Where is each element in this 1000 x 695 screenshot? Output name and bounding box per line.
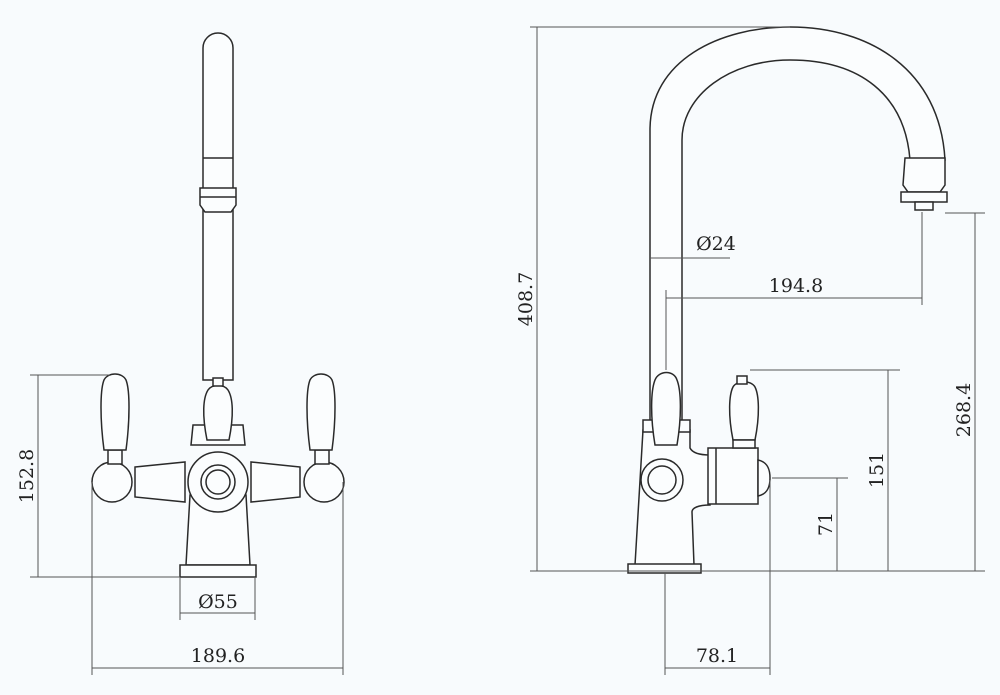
left-handle bbox=[100, 373, 130, 451]
rear-handle-cap bbox=[736, 375, 748, 385]
side-boss-inner bbox=[647, 465, 677, 495]
center-lever-cap bbox=[212, 377, 224, 387]
side-rear-handle bbox=[728, 381, 760, 441]
side-front-handle bbox=[650, 371, 682, 446]
dim-78-1: 78.1 bbox=[696, 645, 738, 667]
dim-diameter-55: Ø55 bbox=[198, 591, 238, 613]
left-knob bbox=[91, 461, 133, 503]
rear-handle-neck bbox=[732, 439, 756, 449]
spout-nozzle bbox=[902, 157, 946, 193]
dim-268-4: 268.4 bbox=[953, 383, 975, 437]
side-base-plate bbox=[627, 563, 702, 574]
dim-194-8: 194.8 bbox=[769, 275, 823, 297]
right-handle-neck bbox=[314, 449, 330, 465]
nozzle-ring bbox=[900, 191, 948, 203]
center-lever bbox=[203, 384, 233, 441]
side-boss bbox=[640, 458, 684, 502]
front-base-plate bbox=[179, 564, 257, 578]
right-knob bbox=[303, 461, 345, 503]
dim-408-7: 408.7 bbox=[515, 272, 537, 326]
dim-151: 151 bbox=[866, 452, 888, 488]
side-end-knob bbox=[757, 459, 771, 497]
dim-152-8: 152.8 bbox=[16, 449, 38, 503]
spout-collar bbox=[199, 187, 237, 213]
right-arm bbox=[250, 461, 301, 503]
dim-189-6: 189.6 bbox=[191, 645, 245, 667]
dim-71: 71 bbox=[815, 512, 837, 536]
nozzle-tip bbox=[914, 201, 934, 211]
dim-diameter-24: Ø24 bbox=[696, 233, 736, 255]
right-handle bbox=[306, 373, 336, 451]
front-center-inner bbox=[205, 469, 231, 495]
left-arm bbox=[134, 461, 186, 503]
front-view: 152.8 Ø55 189.6 bbox=[16, 32, 345, 675]
left-handle-neck bbox=[107, 449, 123, 465]
side-view: 408.7 Ø24 194.8 268.4 151 71 78.1 bbox=[515, 26, 985, 675]
